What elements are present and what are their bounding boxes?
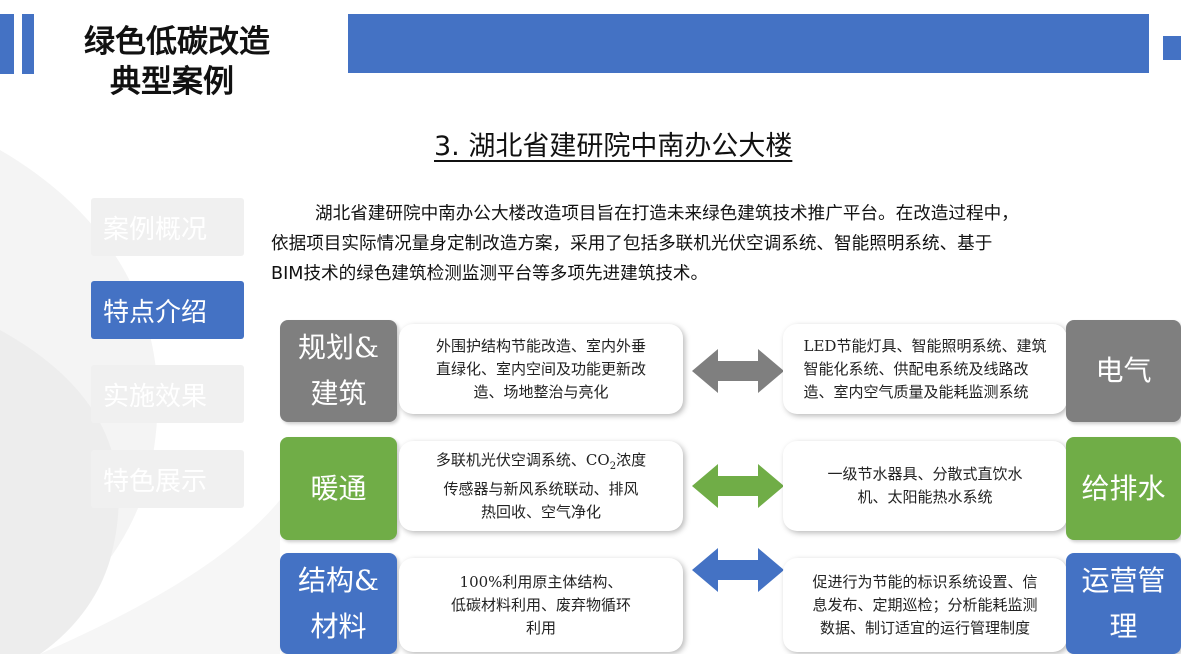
double-arrow-icon — [692, 548, 784, 592]
intro-line-3: BIM技术的绿色建筑检测监测平台等多项先进建筑技术。 — [271, 264, 709, 284]
nav-feature-showcase-label: 特色展示 — [103, 466, 208, 497]
desc-water-supply-text: 一级节水器具、分散式直饮水 机、太阳能热水系统 — [827, 465, 1023, 506]
nav-features[interactable]: 特点介绍 — [91, 281, 244, 339]
category-electrical-label: 电气 — [1095, 354, 1152, 387]
header-title-line-2: 典型案例 — [110, 64, 234, 100]
desc-water-supply: 一级节水器具、分散式直饮水 机、太阳能热水系统 — [783, 441, 1067, 531]
category-structure-materials-label: 结构& 材料 — [298, 563, 379, 643]
double-arrow-icon — [692, 349, 784, 393]
double-arrow-icon — [692, 464, 784, 508]
category-operations-management-label: 运营管 理 — [1081, 563, 1166, 643]
header-title-line-1: 绿色低碳改造 — [84, 24, 270, 60]
category-electrical: 电气 — [1066, 320, 1181, 422]
desc-hvac-part-2: 浓度 传感器与新风系统联动、排风 热回收、空气净化 — [443, 450, 647, 521]
desc-hvac-subscript: 2 — [609, 460, 617, 472]
desc-operations-management-text: 促进行为节能的标识系统设置、信 息发布、定期巡检；分析能耗监测 数据、制订适宜的… — [812, 572, 1038, 637]
header-title: 绿色低碳改造 典型案例 — [84, 22, 324, 102]
desc-structure-materials-text: 100%利用原主体结构、 低碳材料利用、废弃物循环 利用 — [450, 572, 631, 637]
desc-planning-architecture: 外围护结构节能改造、室内外垂 直绿化、室内空间及功能更新改 造、场地整治与亮化 — [399, 324, 683, 414]
desc-electrical-text: LED节能灯具、智能照明系统、建筑 智能化系统、供配电系统及线路改 造、室内空气… — [803, 336, 1047, 401]
desc-hvac-part-1: 多联机光伏空调系统、CO — [435, 450, 610, 469]
nav-features-label: 特点介绍 — [103, 297, 208, 328]
category-water-supply: 给排水 — [1066, 437, 1181, 540]
intro-line-1: 湖北省建研院中南办公大楼改造项目旨在打造未来绿色建筑技术推广平台。在改造过程中， — [315, 204, 1019, 224]
desc-hvac: 多联机光伏空调系统、CO2浓度 传感器与新风系统联动、排风 热回收、空气净化 — [399, 441, 683, 531]
header-banner — [348, 14, 1149, 73]
desc-structure-materials: 100%利用原主体结构、 低碳材料利用、废弃物循环 利用 — [399, 558, 683, 652]
nav-case-overview[interactable]: 案例概况 — [91, 198, 244, 256]
nav-implementation-effect[interactable]: 实施效果 — [91, 365, 244, 423]
nav-feature-showcase[interactable]: 特色展示 — [91, 450, 244, 508]
category-planning-architecture: 规划& 建筑 — [280, 320, 397, 422]
corner-bar-1 — [0, 14, 14, 74]
category-water-supply-label: 给排水 — [1081, 471, 1166, 505]
nav-implementation-effect-label: 实施效果 — [103, 381, 208, 412]
category-operations-management: 运营管 理 — [1066, 553, 1181, 654]
corner-bar-2 — [22, 14, 34, 74]
category-hvac: 暖通 — [280, 437, 397, 540]
desc-operations-management: 促进行为节能的标识系统设置、信 息发布、定期巡检；分析能耗监测 数据、制订适宜的… — [783, 558, 1067, 652]
nav-case-overview-label: 案例概况 — [103, 214, 208, 245]
category-planning-architecture-label: 规划& 建筑 — [298, 331, 379, 410]
desc-planning-architecture-text: 外围护结构节能改造、室内外垂 直绿化、室内空间及功能更新改 造、场地整治与亮化 — [435, 336, 646, 401]
category-hvac-label: 暖通 — [310, 471, 367, 505]
category-structure-materials: 结构& 材料 — [280, 553, 397, 654]
desc-hvac-text: 多联机光伏空调系统、CO2浓度 传感器与新风系统联动、排风 热回收、空气净化 — [436, 449, 646, 524]
intro-line-2: 依据项目实际情况量身定制改造方案，采用了包括多联机光伏空调系统、智能照明系统、基… — [271, 234, 993, 254]
intro-paragraph: 湖北省建研院中南办公大楼改造项目旨在打造未来绿色建筑技术推广平台。在改造过程中，… — [271, 199, 1179, 289]
header-banner-tab — [1163, 36, 1181, 60]
desc-electrical: LED节能灯具、智能照明系统、建筑 智能化系统、供配电系统及线路改 造、室内空气… — [783, 324, 1067, 414]
page-subtitle: 3. 湖北省建研院中南办公大楼 — [434, 131, 793, 162]
